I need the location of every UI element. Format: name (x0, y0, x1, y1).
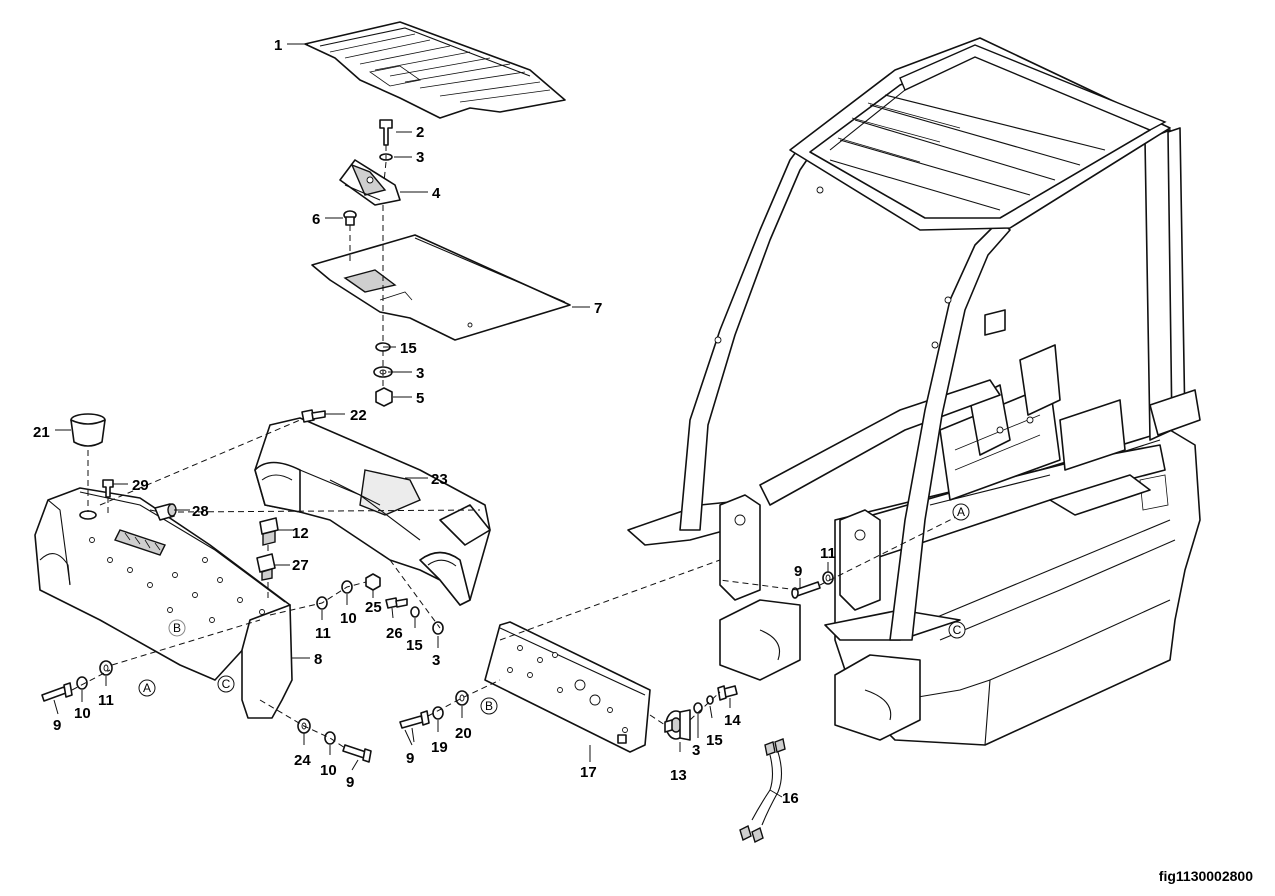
callout-number: 9 (53, 717, 61, 734)
callout-number: 8 (314, 651, 322, 668)
callout-number: 15 (400, 340, 417, 357)
callout-number: 3 (416, 365, 424, 382)
callout-number: 10 (74, 705, 91, 722)
svg-text:A: A (957, 505, 965, 519)
svg-text:B: B (485, 699, 493, 713)
callout-number: 27 (292, 557, 309, 574)
callout-number: 13 (670, 767, 687, 784)
ref-marker-b: B (168, 619, 186, 637)
small-parts (41, 409, 834, 843)
ref-marker-b: B (480, 697, 498, 715)
callout-number: 3 (416, 149, 424, 166)
callout-number: 17 (580, 764, 597, 781)
ref-marker-a: A (138, 679, 156, 697)
callout-number: 2 (416, 124, 424, 141)
callout-number: 10 (340, 610, 357, 627)
callout-number: 3 (692, 742, 700, 759)
callout-number: 29 (132, 477, 149, 494)
callout-number: 3 (432, 652, 440, 669)
callout-number: 15 (406, 637, 423, 654)
callout-number: 20 (455, 725, 472, 742)
callout-number: 28 (192, 503, 209, 520)
callout-number: 24 (294, 752, 311, 769)
callout-number: 12 (292, 525, 309, 542)
ref-marker-c: C (217, 675, 235, 693)
callout-number: 9 (794, 563, 802, 580)
callout-number: 6 (312, 211, 320, 228)
ref-marker-a: A (952, 503, 970, 521)
figure-id: fig1130002800 (1158, 868, 1253, 884)
instrument-panel (484, 621, 651, 753)
callout-number: 21 (33, 424, 50, 441)
floor-plate (311, 234, 571, 341)
callout-number: 7 (594, 300, 602, 317)
side-panel (34, 487, 293, 719)
callout-number: 19 (431, 739, 448, 756)
callout-number: 11 (315, 625, 331, 642)
callout-number: 23 (431, 471, 448, 488)
callout-number: 26 (386, 625, 403, 642)
callout-number: 22 (350, 407, 367, 424)
svg-text:C: C (953, 623, 962, 637)
callouts: 1 2 3 3 3 3 4 5 6 7 8 9 9 9 9 10 10 (33, 37, 836, 807)
dashboard-cover (254, 417, 491, 606)
callout-number: 14 (724, 712, 741, 729)
callout-number: 5 (416, 390, 424, 407)
callout-number: 11 (820, 545, 836, 562)
pedal-bracket (339, 159, 401, 206)
callout-number: 16 (782, 790, 799, 807)
callout-number: 1 (274, 37, 282, 54)
assembly-lines (71, 145, 961, 749)
callout-number: 11 (98, 692, 114, 709)
callout-number: 15 (706, 732, 723, 749)
callout-number: 25 (365, 599, 382, 616)
callout-number: 10 (320, 762, 337, 779)
callout-number: 9 (346, 774, 354, 791)
forklift-frame (627, 37, 1201, 746)
svg-text:B: B (173, 621, 181, 635)
svg-text:C: C (222, 677, 231, 691)
callout-number: 9 (406, 750, 414, 767)
reference-markers: A A B B B C C (138, 503, 970, 715)
svg-text:A: A (143, 681, 151, 695)
callout-number: 4 (432, 185, 441, 202)
floor-mat (304, 21, 566, 119)
ref-marker-c: C (948, 621, 966, 639)
